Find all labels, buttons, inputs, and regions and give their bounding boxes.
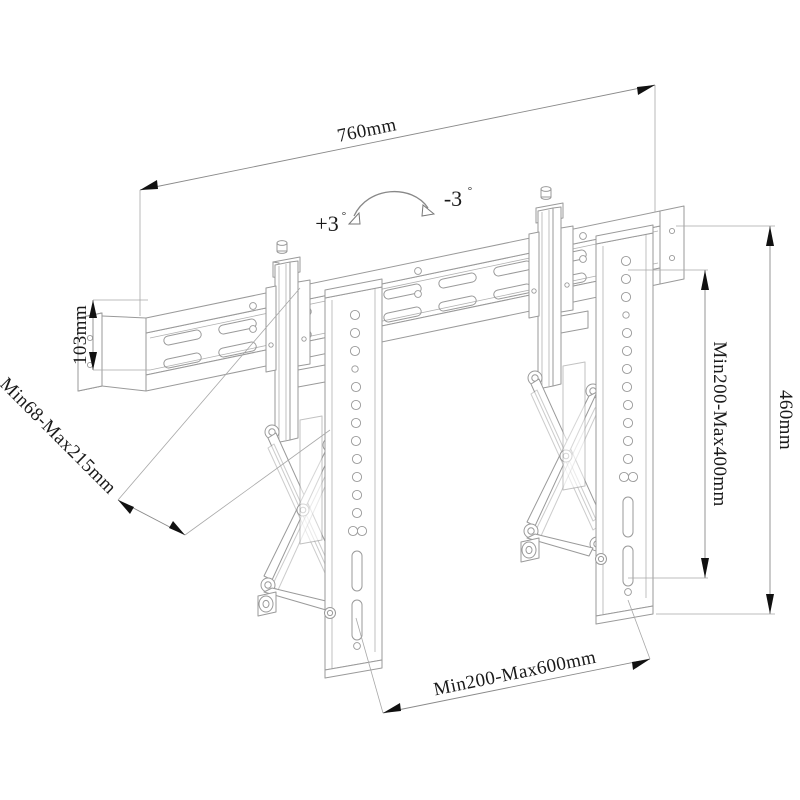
dimension-460mm: 460mm bbox=[656, 225, 796, 615]
dimension-label-min200-max600mm: Min200-Max600mm bbox=[432, 647, 598, 701]
dimension-min200-max400mm: Min200-Max400mm bbox=[628, 269, 730, 579]
rail-round-holes bbox=[249, 232, 587, 333]
vesa-slot-column-right bbox=[622, 496, 634, 587]
dimension-label-min68-max215mm: Min68-Max215mm bbox=[0, 374, 120, 499]
vesa-slot-column-left bbox=[351, 550, 363, 641]
rail-clamp-left bbox=[265, 279, 311, 373]
rail-end-cap-right bbox=[659, 205, 685, 285]
tilt-positive-label: +3 ° bbox=[315, 210, 346, 236]
support-column-left bbox=[274, 260, 299, 444]
tilt-negative-label: -3 ° bbox=[444, 185, 472, 211]
dimension-label-760mm: 760mm bbox=[335, 114, 398, 147]
vesa-hole-column-right bbox=[618, 255, 639, 483]
svg-text:°: ° bbox=[468, 185, 472, 197]
dimension-label-460mm: 460mm bbox=[775, 390, 796, 450]
dimension-label-min200-max400mm: Min200-Max400mm bbox=[709, 341, 730, 506]
rail-clamp-right bbox=[528, 225, 574, 319]
vesa-plate-right bbox=[595, 224, 654, 625]
svg-text:°: ° bbox=[342, 210, 346, 222]
support-column-right bbox=[537, 206, 562, 390]
connector-bracket-left bbox=[297, 364, 326, 545]
svg-text:-3: -3 bbox=[444, 186, 462, 211]
dimension-103mm: 103mm bbox=[70, 299, 150, 371]
connector-bracket-right bbox=[560, 310, 589, 491]
vesa-plate-left bbox=[324, 278, 383, 679]
svg-text:+3: +3 bbox=[315, 211, 338, 236]
tilt-angle-indicator: +3 ° -3 ° bbox=[315, 185, 472, 236]
dimension-label-103mm: 103mm bbox=[70, 305, 91, 365]
vesa-hole-column-left bbox=[347, 309, 368, 537]
mount-assembly-right bbox=[520, 186, 654, 625]
